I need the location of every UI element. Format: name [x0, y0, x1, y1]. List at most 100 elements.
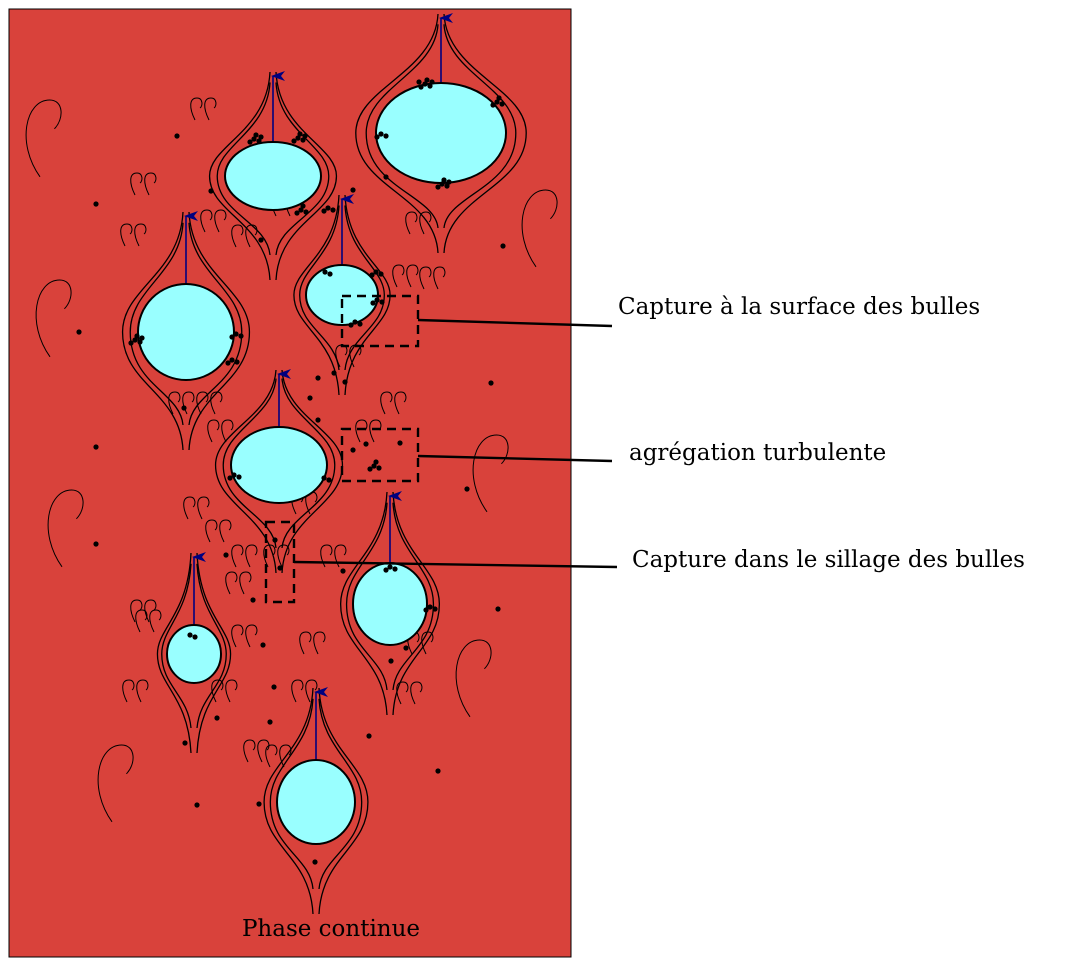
turbulent-aggregation-box: [340, 427, 420, 483]
streamline-envelope: [222, 378, 336, 549]
particle: [444, 183, 450, 189]
turbulent-eddy: [231, 544, 244, 568]
particle: [294, 210, 300, 216]
particle: [367, 466, 373, 472]
particle: [238, 333, 244, 339]
particle: [236, 474, 242, 480]
particle: [231, 472, 237, 478]
particle: [439, 181, 445, 187]
turbulent-eddy: [211, 679, 224, 703]
particle: [321, 475, 327, 481]
particle: [134, 333, 140, 339]
particle: [424, 77, 430, 83]
streamline-envelope: [345, 502, 435, 691]
streamline-envelope: [161, 563, 227, 729]
particle: [174, 133, 180, 139]
streamline-envelope: [355, 13, 527, 254]
particle: [298, 207, 304, 213]
turbulent-aggregation-label: agrégation turbulente: [629, 440, 886, 466]
turbulent-eddy: [299, 631, 312, 655]
turbulent-eddy: [135, 609, 148, 633]
turbulent-eddy: [225, 679, 238, 703]
particle: [379, 299, 385, 305]
turbulent-eddy: [122, 679, 135, 703]
turbulent-eddy: [144, 599, 157, 623]
turbulent-eddy: [265, 744, 278, 768]
particle: [495, 606, 501, 612]
particle: [496, 95, 502, 101]
turbulent-eddy: [521, 189, 558, 268]
particle: [295, 135, 301, 141]
particle: [331, 370, 337, 376]
particle: [214, 715, 220, 721]
turbulent-eddy: [257, 739, 270, 763]
particle: [93, 444, 99, 450]
particle: [500, 243, 506, 249]
turbulent-eddy: [204, 97, 217, 121]
turbulent-eddy: [472, 434, 509, 513]
streamline-envelope: [339, 491, 441, 716]
particle: [194, 802, 200, 808]
turbulent-eddy: [245, 544, 258, 568]
particle: [315, 417, 321, 423]
particle: [132, 337, 138, 343]
turbulent-eddies: [25, 97, 558, 823]
particle: [499, 101, 505, 107]
particle: [373, 459, 379, 465]
particle: [488, 380, 494, 386]
turbulent-aggregation-leader: [417, 454, 613, 463]
particle: [233, 331, 239, 337]
turbulent-eddy: [207, 419, 220, 443]
particle: [342, 379, 348, 385]
streamline-envelope: [269, 698, 363, 890]
streamline-envelope: [156, 552, 232, 754]
particle: [330, 207, 336, 213]
turbulent-eddy: [369, 419, 382, 443]
gas-bubble: [137, 283, 235, 381]
particle: [464, 486, 470, 492]
turbulent-eddy: [380, 391, 393, 415]
gas-bubble: [276, 759, 356, 845]
leader-lines: [293, 318, 618, 569]
particle: [267, 719, 273, 725]
turbulent-eddy: [313, 631, 326, 655]
turbulent-eddy: [245, 224, 258, 248]
turbulent-eddy: [47, 489, 84, 568]
particle: [370, 300, 376, 306]
turbulent-eddy: [219, 519, 232, 543]
turbulent-eddy: [144, 172, 157, 196]
particle: [192, 634, 198, 640]
turbulent-eddy: [190, 97, 203, 121]
particle: [258, 134, 264, 140]
turbulent-eddy: [406, 264, 419, 288]
turbulent-eddy: [120, 223, 133, 247]
surface-capture-box: [340, 294, 420, 348]
particle: [376, 465, 382, 471]
particle: [494, 99, 500, 105]
particle: [128, 340, 134, 346]
turbulent-eddy: [97, 744, 134, 823]
particle: [383, 567, 389, 573]
turbulent-eddy: [433, 266, 446, 290]
turbulent-eddy: [320, 544, 333, 568]
particle: [327, 271, 333, 277]
gas-bubble: [224, 141, 322, 211]
particle: [208, 188, 214, 194]
particle: [234, 359, 240, 365]
particle: [416, 79, 422, 85]
particle: [383, 133, 389, 139]
particle: [432, 606, 438, 612]
particle: [229, 334, 235, 340]
particle: [363, 441, 369, 447]
particle: [403, 645, 409, 651]
turbulent-eddy: [410, 681, 423, 705]
particle: [247, 139, 253, 145]
turbulent-eddy: [243, 739, 256, 763]
particle: [441, 177, 447, 183]
turbulent-eddy: [183, 496, 196, 520]
particle: [321, 208, 327, 214]
particle: [93, 201, 99, 207]
particle: [137, 339, 143, 345]
particle: [397, 440, 403, 446]
turbulent-eddy: [197, 496, 210, 520]
